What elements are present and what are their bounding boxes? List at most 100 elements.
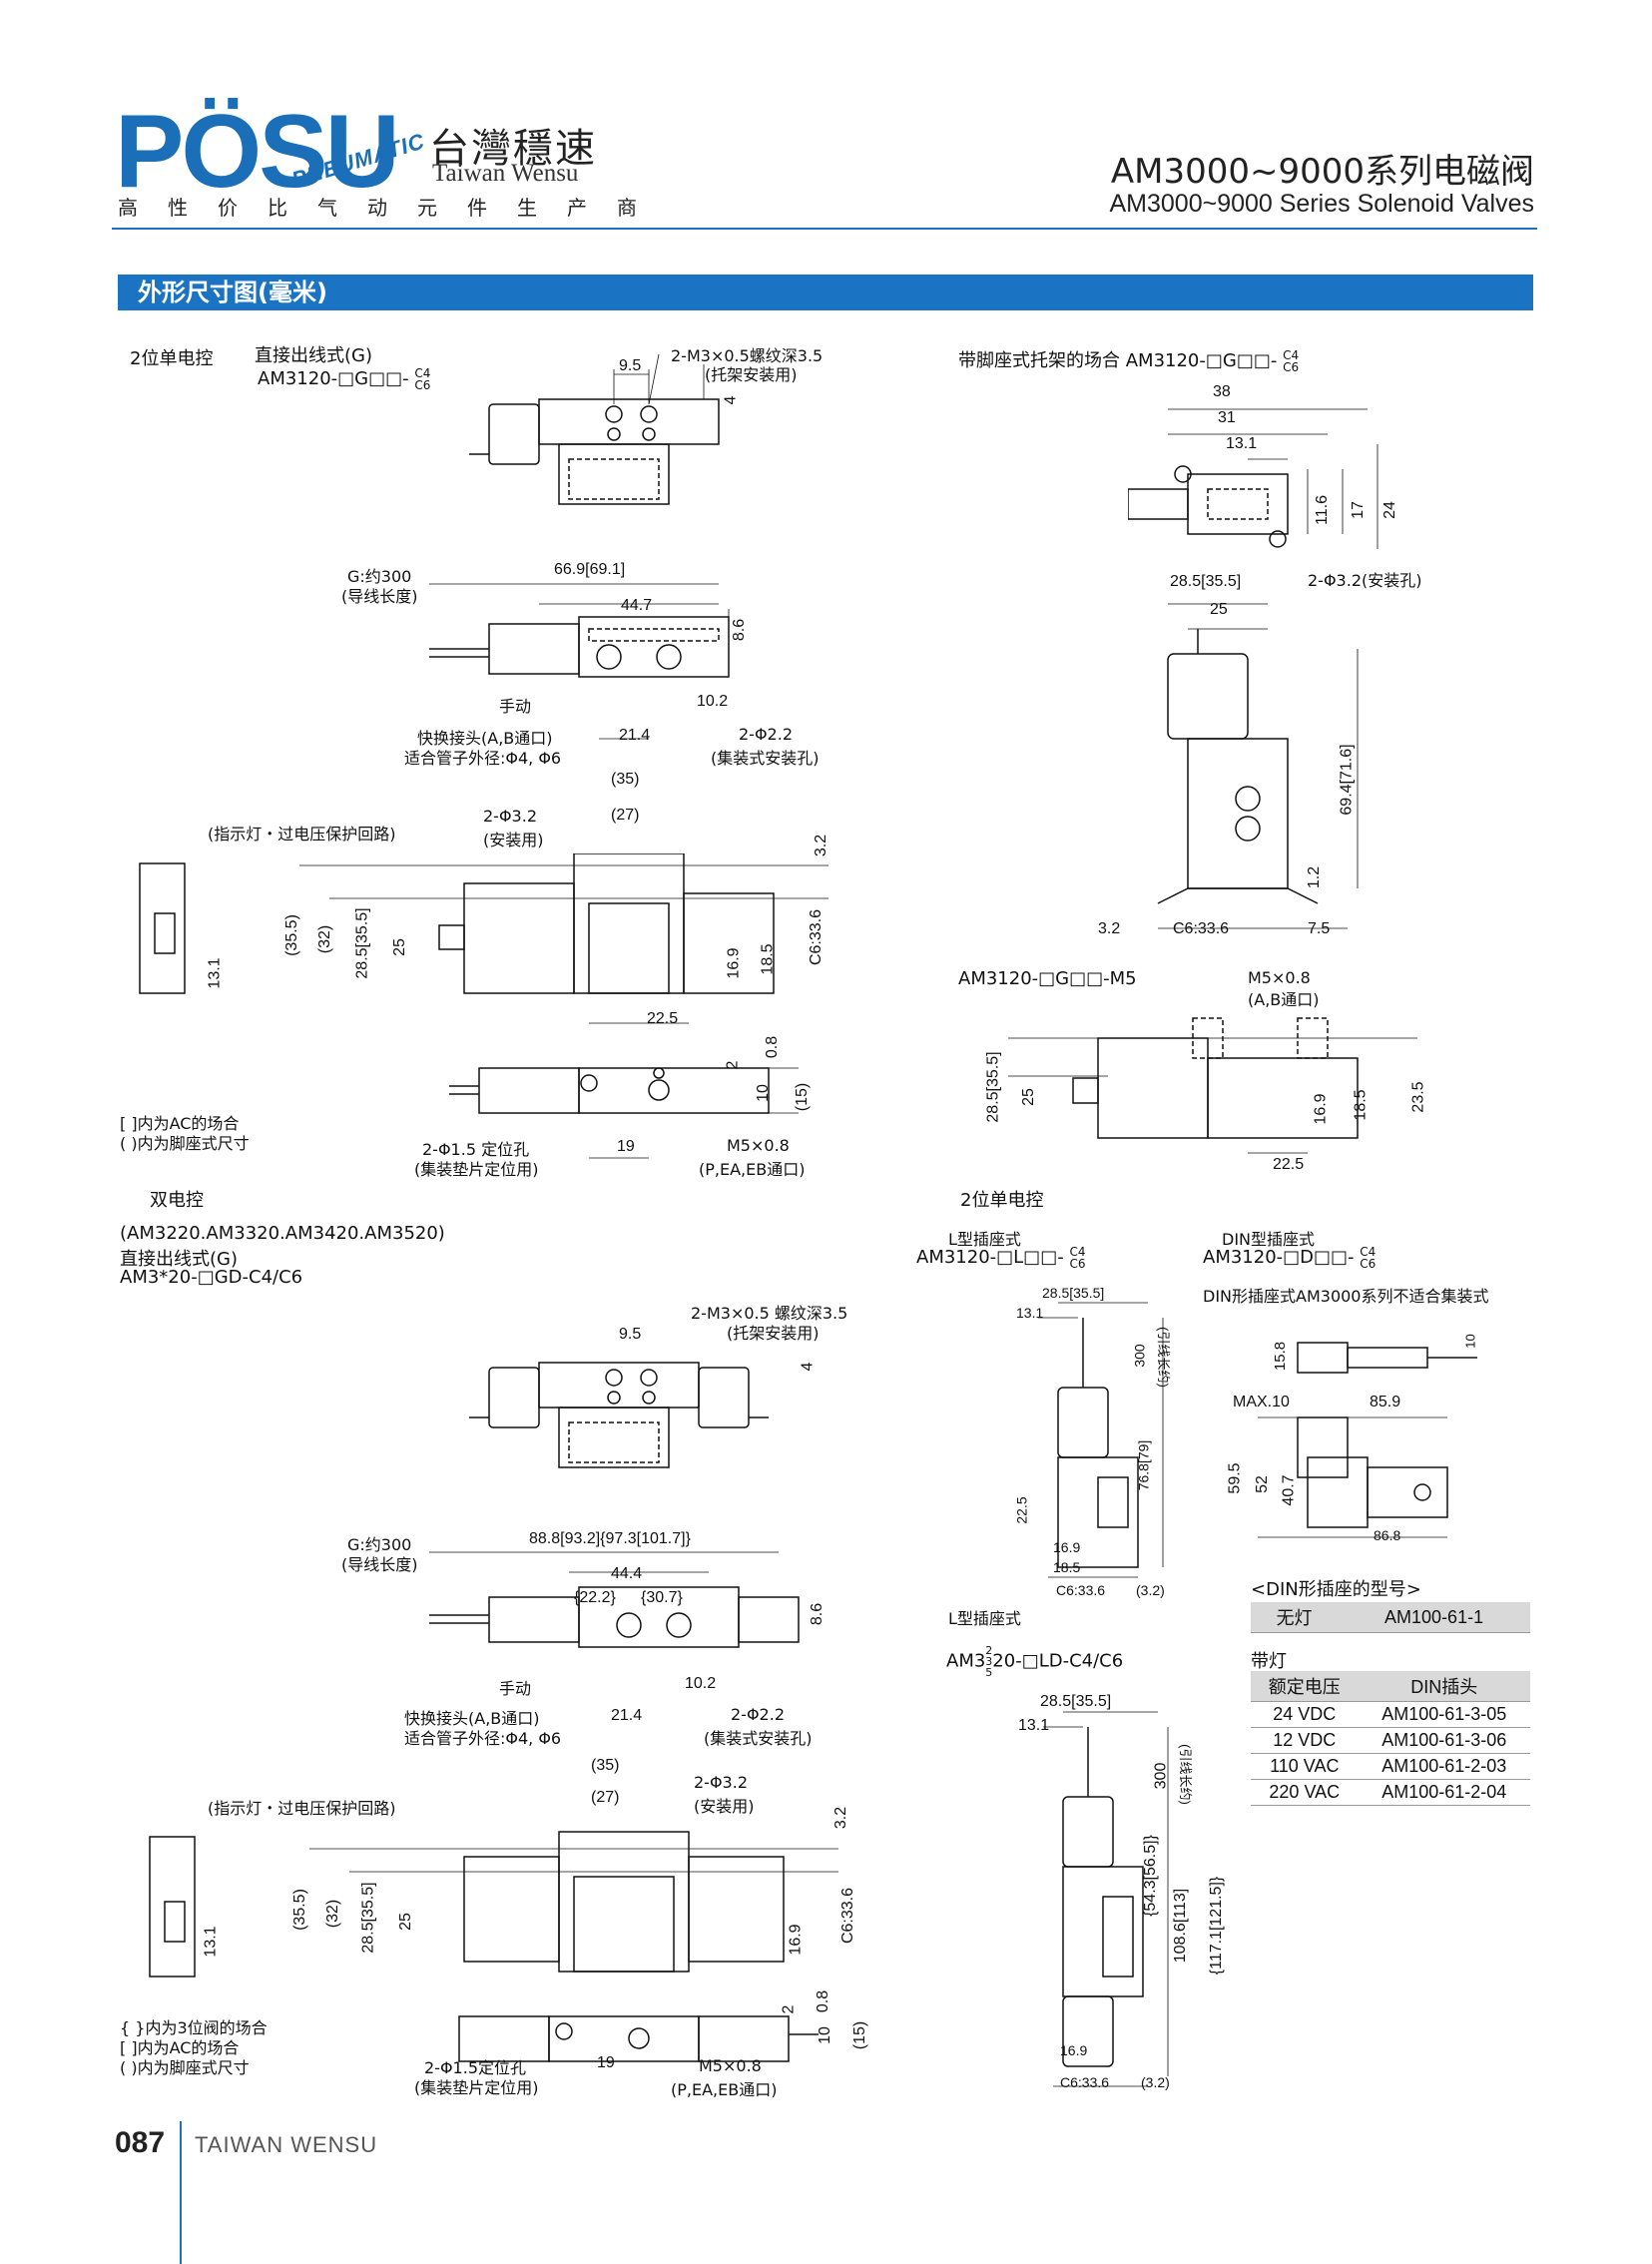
dim-single-25: 25 xyxy=(390,938,408,956)
dim-m5-18-5: 18.5 xyxy=(1352,1089,1370,1121)
foot-label-text: 带脚座式托架的场合 AM3120-□G□□- xyxy=(958,350,1278,371)
dim-double-10: 10 xyxy=(816,2026,833,2044)
dim-m5-22-5: 22.5 xyxy=(1273,1156,1305,1173)
dim-ltype-22-5: 22.5 xyxy=(1013,1496,1030,1524)
ldouble-model-a: AM3 xyxy=(946,1650,986,1672)
single-type-label: 2位单电控 xyxy=(130,348,214,369)
dim-ltype-lead: (引线长约) xyxy=(1155,1327,1171,1388)
double-hole: 2-Φ2.2 xyxy=(731,1705,785,1724)
double-models: (AM3220.AM3320.AM3420.AM3520) xyxy=(120,1223,445,1244)
dim-ldouble-13-1: 13.1 xyxy=(1018,1717,1050,1734)
ltype-view xyxy=(1038,1302,1164,1578)
dim-double-length: 88.8[93.2]{97.3[101.7]} xyxy=(529,1530,691,1547)
dim-single-16-9: 16.9 xyxy=(725,947,743,979)
double-fitting: 快换接头(A,B通口) xyxy=(404,1709,540,1728)
din-table-title: <DIN形插座的型号> xyxy=(1251,1579,1421,1600)
single-indicator: (指示灯・过电压保护回路) xyxy=(208,825,396,844)
dim-foot-69-4: 69.4[71.6] xyxy=(1338,744,1356,816)
ltype-model-text: AM3120-□L□□- xyxy=(916,1247,1064,1268)
header-divider xyxy=(112,228,1537,230)
single-hole: 2-Φ2.2 xyxy=(739,725,793,744)
dim-double-35-5: (35.5) xyxy=(290,1889,308,1931)
din-row-model: AM100-61-2-03 xyxy=(1358,1753,1530,1780)
dim-din-40-7: 40.7 xyxy=(1280,1474,1298,1506)
dim-ldouble-300: 300 xyxy=(1152,1762,1170,1790)
dim-double-15: (15) xyxy=(851,2020,869,2050)
dim-m5-23-5: 23.5 xyxy=(1409,1081,1427,1113)
dim-single-2: 2 xyxy=(724,1060,742,1070)
dim-ltype-76-8: 76.8[79] xyxy=(1135,1439,1152,1491)
single-model-c6: C6 xyxy=(414,378,431,392)
double-mount-note: (安装用) xyxy=(694,1797,755,1816)
dim-single-13-1: 13.1 xyxy=(206,957,224,989)
dim-din-15-8: 15.8 xyxy=(1272,1341,1290,1372)
brand-en: Taiwan Wensu xyxy=(432,160,579,187)
ldouble-model-b: 20-□LD-C4/C6 xyxy=(992,1650,1124,1672)
table-row: 无灯 AM100-61-1 xyxy=(1251,1602,1530,1633)
din-row-voltage: 12 VDC xyxy=(1251,1727,1359,1754)
dim-double-4: 4 xyxy=(799,1362,817,1372)
dim-single-21-4: 21.4 xyxy=(619,727,651,744)
ldouble-sub-2: 2 xyxy=(985,1644,993,1657)
m5-port: M5×0.8 xyxy=(1248,968,1311,987)
ltype-c4: C4 xyxy=(1069,1245,1086,1259)
double-manual: 手动 xyxy=(499,1679,532,1698)
dim-din-85-9: 85.9 xyxy=(1370,1394,1401,1411)
double-port-note: (P,EA,EB通口) xyxy=(671,2080,778,2099)
foot-c6: C6 xyxy=(1283,360,1300,374)
logo: PÖSU PNEUMATIC xyxy=(115,100,434,204)
double-screw-note: (托架安装用) xyxy=(727,1324,820,1343)
dim-m5-16-9: 16.9 xyxy=(1312,1093,1330,1125)
dim-double-28-5: 28.5[35.5] xyxy=(359,1882,377,1954)
foot-hole: 2-Φ3.2(安装孔) xyxy=(1308,571,1422,590)
dim-double-13-1: 13.1 xyxy=(202,1926,220,1958)
dim-double-16-9: 16.9 xyxy=(787,1924,805,1956)
single-model-c4: C4 xyxy=(414,366,431,380)
dim-single-10: 10 xyxy=(754,1084,772,1102)
double-g-note: (导线长度) xyxy=(341,1555,418,1574)
dim-single-length: 66.9[69.1] xyxy=(554,561,626,578)
single-model: AM3120-□G□□- C4 C6 xyxy=(258,367,430,391)
double-hole-note: (集装式安装孔) xyxy=(704,1729,813,1748)
dim-din-max10: MAX.10 xyxy=(1233,1394,1290,1411)
ltype-label: L型插座式 xyxy=(948,1230,1021,1249)
dim-double-0-8: 0.8 xyxy=(815,1989,832,2013)
ldouble-view xyxy=(1043,1711,1169,2087)
dim-ldouble-28-5: 28.5[35.5] xyxy=(1040,1693,1112,1710)
din-top-view xyxy=(1297,1342,1477,1374)
dim-ltype-3-2: (3.2) xyxy=(1136,1582,1165,1598)
dim-single-22-5: 22.5 xyxy=(647,1010,679,1027)
dim-foot-33-6: C6:33.6 xyxy=(1173,920,1230,937)
dim-single-15: (15) xyxy=(794,1082,812,1112)
din-row-model: AM100-61-3-06 xyxy=(1358,1727,1530,1754)
ltype-type-label: 2位单电控 xyxy=(960,1190,1044,1211)
dim-din-52: 52 xyxy=(1253,1475,1271,1493)
dim-ldouble-33-6: C6:33.6 xyxy=(1060,2074,1110,2090)
single-side-view xyxy=(429,583,730,740)
page-title-en: AM3000~9000 Series Solenoid Valves xyxy=(1109,190,1534,218)
dim-single-9-5: 9.5 xyxy=(619,357,642,374)
din-row-voltage: 110 VAC xyxy=(1251,1753,1359,1780)
m5-port-note: (A,B通口) xyxy=(1248,990,1320,1009)
dim-single-19: 19 xyxy=(617,1138,635,1155)
dim-double-35: (35) xyxy=(591,1757,620,1774)
double-note-ac: [ ]内为AC的场合 xyxy=(120,2038,240,2057)
foot-c4: C4 xyxy=(1283,348,1300,362)
ldouble-sub-3: 3 xyxy=(985,1655,993,1668)
single-tube: 适合管子外径:Φ4, Φ6 xyxy=(404,749,562,768)
slogan: 高性价比气动元件生产商 xyxy=(118,196,667,220)
dim-ldouble-117-1: {117.1[121.5]} xyxy=(1208,1876,1226,1976)
double-screw-label: 2-M3×0.5 螺纹深3.5 xyxy=(691,1304,848,1323)
double-note-foot: ( )内为脚座式尺寸 xyxy=(120,2058,250,2077)
dim-foot-1-2: 1.2 xyxy=(1306,865,1324,889)
single-wire-label: 直接出线式(G) xyxy=(255,345,372,366)
page-title-cn: AM3000~9000系列电磁阀 xyxy=(1110,152,1534,192)
dim-ldouble-16-9: 16.9 xyxy=(1060,2042,1088,2058)
dim-ldouble-3-2: (3.2) xyxy=(1141,2074,1170,2090)
din-col-voltage: 额定电压 xyxy=(1251,1671,1359,1702)
dim-single-10-2: 10.2 xyxy=(697,693,729,710)
dim-m5-25: 25 xyxy=(1019,1088,1037,1106)
